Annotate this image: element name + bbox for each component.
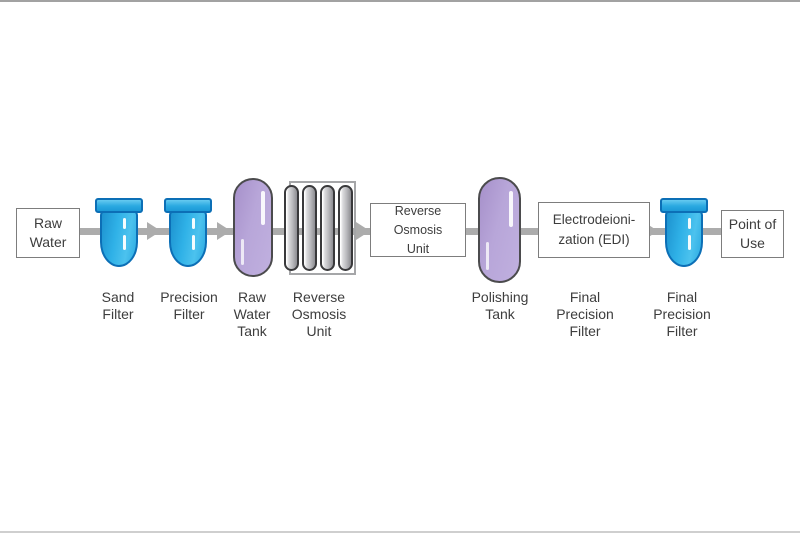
tank-highlight [509, 191, 513, 227]
filter-cap [164, 198, 212, 213]
filter-body [100, 210, 138, 267]
filter-highlight [688, 218, 691, 229]
flow-arrowhead-icon [356, 222, 370, 240]
precision-filter-icon [164, 198, 212, 268]
filter-highlight [123, 218, 126, 229]
final-precision-filter-label: Final Precision Filter [653, 289, 711, 339]
membrane-tube [320, 185, 335, 271]
polishing-tank-icon [478, 177, 521, 283]
filter-highlight [123, 235, 126, 250]
sand-filter-label: Sand Filter [101, 289, 135, 322]
filter-body [169, 210, 207, 267]
filter-highlight [192, 235, 195, 250]
final-precision-filter-icon [660, 198, 708, 268]
top-edge-line [0, 0, 800, 2]
filter-cap [660, 198, 708, 213]
raw-water-tank-icon [233, 178, 273, 277]
reverse-osmosis-unit-box: Reverse Osmosis Unit [370, 203, 466, 257]
filter-cap [95, 198, 143, 213]
reverse-osmosis-membranes-icon [284, 181, 356, 275]
membrane-tube [284, 185, 299, 271]
point-of-use-box: Point of Use [721, 210, 784, 258]
tank-highlight [261, 191, 265, 225]
electrodeionization-edi-box: Electrodeioni- zation (EDI) [538, 202, 650, 258]
flow-arrowhead-icon [217, 222, 231, 240]
membrane-tube [302, 185, 317, 271]
tank-highlight [241, 238, 244, 265]
reverse-osmosis-unit-label: Reverse Osmosis Unit [291, 289, 347, 339]
membrane-tube [338, 185, 353, 271]
raw-water-tank-label: Raw Water Tank [233, 289, 271, 339]
polishing-tank-label: Polishing Tank [471, 289, 529, 322]
precision-filter-label: Precision Filter [160, 289, 218, 322]
filter-body [665, 210, 703, 267]
raw-water-box: Raw Water [16, 208, 80, 258]
sand-filter-icon [95, 198, 143, 268]
tank-highlight [486, 242, 489, 270]
filter-highlight [688, 235, 691, 250]
final-precision-filter-label-edi: Final Precision Filter [556, 289, 614, 339]
filter-highlight [192, 218, 195, 229]
flow-arrowhead-icon [147, 222, 161, 240]
bottom-edge-line [0, 531, 800, 533]
